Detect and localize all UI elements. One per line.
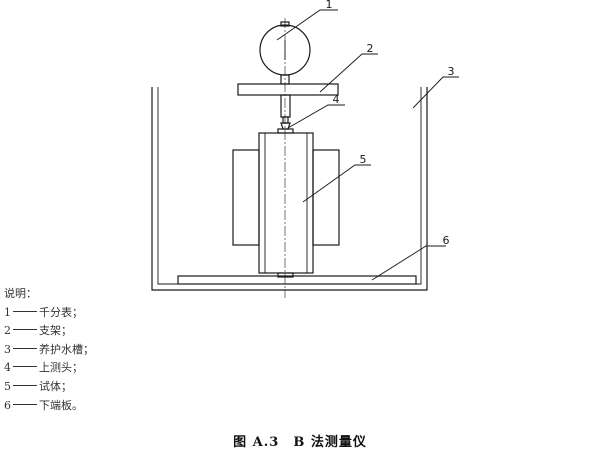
callout-3: 3 bbox=[448, 65, 455, 78]
upper-probe bbox=[277, 122, 294, 134]
legend-dash bbox=[13, 347, 37, 349]
legend-dash bbox=[13, 403, 37, 405]
legend-item-1: 1 千分表； bbox=[4, 304, 94, 323]
legend-title: 说明： bbox=[4, 287, 37, 300]
legend: 说明： 1 千分表； 2 支架； 3 养护水槽； 4 上测头； 5 试体； 6 下端板。 bbox=[4, 285, 94, 415]
legend-item-3: 3 养护水槽； bbox=[4, 341, 94, 360]
legend-item-5: 5 试体； bbox=[4, 378, 94, 397]
legend-item-6: 6 下端板。 bbox=[4, 397, 94, 416]
leader-lines bbox=[276, 9, 459, 281]
callout-1: 1 bbox=[326, 0, 333, 11]
legend-dash bbox=[13, 329, 37, 331]
gauge-stem bbox=[280, 94, 291, 118]
legend-item-number: 5 bbox=[4, 379, 11, 393]
specimen bbox=[258, 132, 314, 278]
legend-item-text: 试体； bbox=[39, 379, 72, 393]
legend-item-text: 千分表； bbox=[39, 305, 83, 319]
callout-5: 5 bbox=[360, 153, 367, 166]
legend-item-number: 4 bbox=[4, 361, 11, 375]
callout-6: 6 bbox=[443, 234, 450, 247]
legend-item-number: 6 bbox=[4, 398, 11, 412]
legend-item-number: 2 bbox=[4, 324, 11, 338]
legend-dash bbox=[13, 384, 37, 386]
legend-dash bbox=[13, 366, 37, 368]
legend-item-2: 2 支架； bbox=[4, 322, 94, 341]
legend-item-4: 4 上测头； bbox=[4, 359, 94, 378]
legend-item-number: 3 bbox=[4, 342, 11, 356]
legend-item-text: 下端板。 bbox=[39, 398, 83, 412]
legend-item-number: 1 bbox=[4, 305, 11, 319]
stem-collar bbox=[282, 116, 289, 124]
figure-caption: 图 A.3 B 法测量仪 bbox=[233, 435, 367, 450]
callout-2: 2 bbox=[367, 42, 374, 55]
legend-item-text: 上测头； bbox=[39, 361, 83, 375]
bottom-end-plate bbox=[177, 275, 417, 285]
legend-item-text: 养护水槽； bbox=[39, 342, 94, 356]
legend-item-text: 支架； bbox=[39, 324, 72, 338]
right-side-block bbox=[312, 149, 340, 246]
legend-dash bbox=[13, 310, 37, 312]
left-side-block bbox=[232, 149, 260, 246]
callout-4: 4 bbox=[333, 93, 340, 106]
